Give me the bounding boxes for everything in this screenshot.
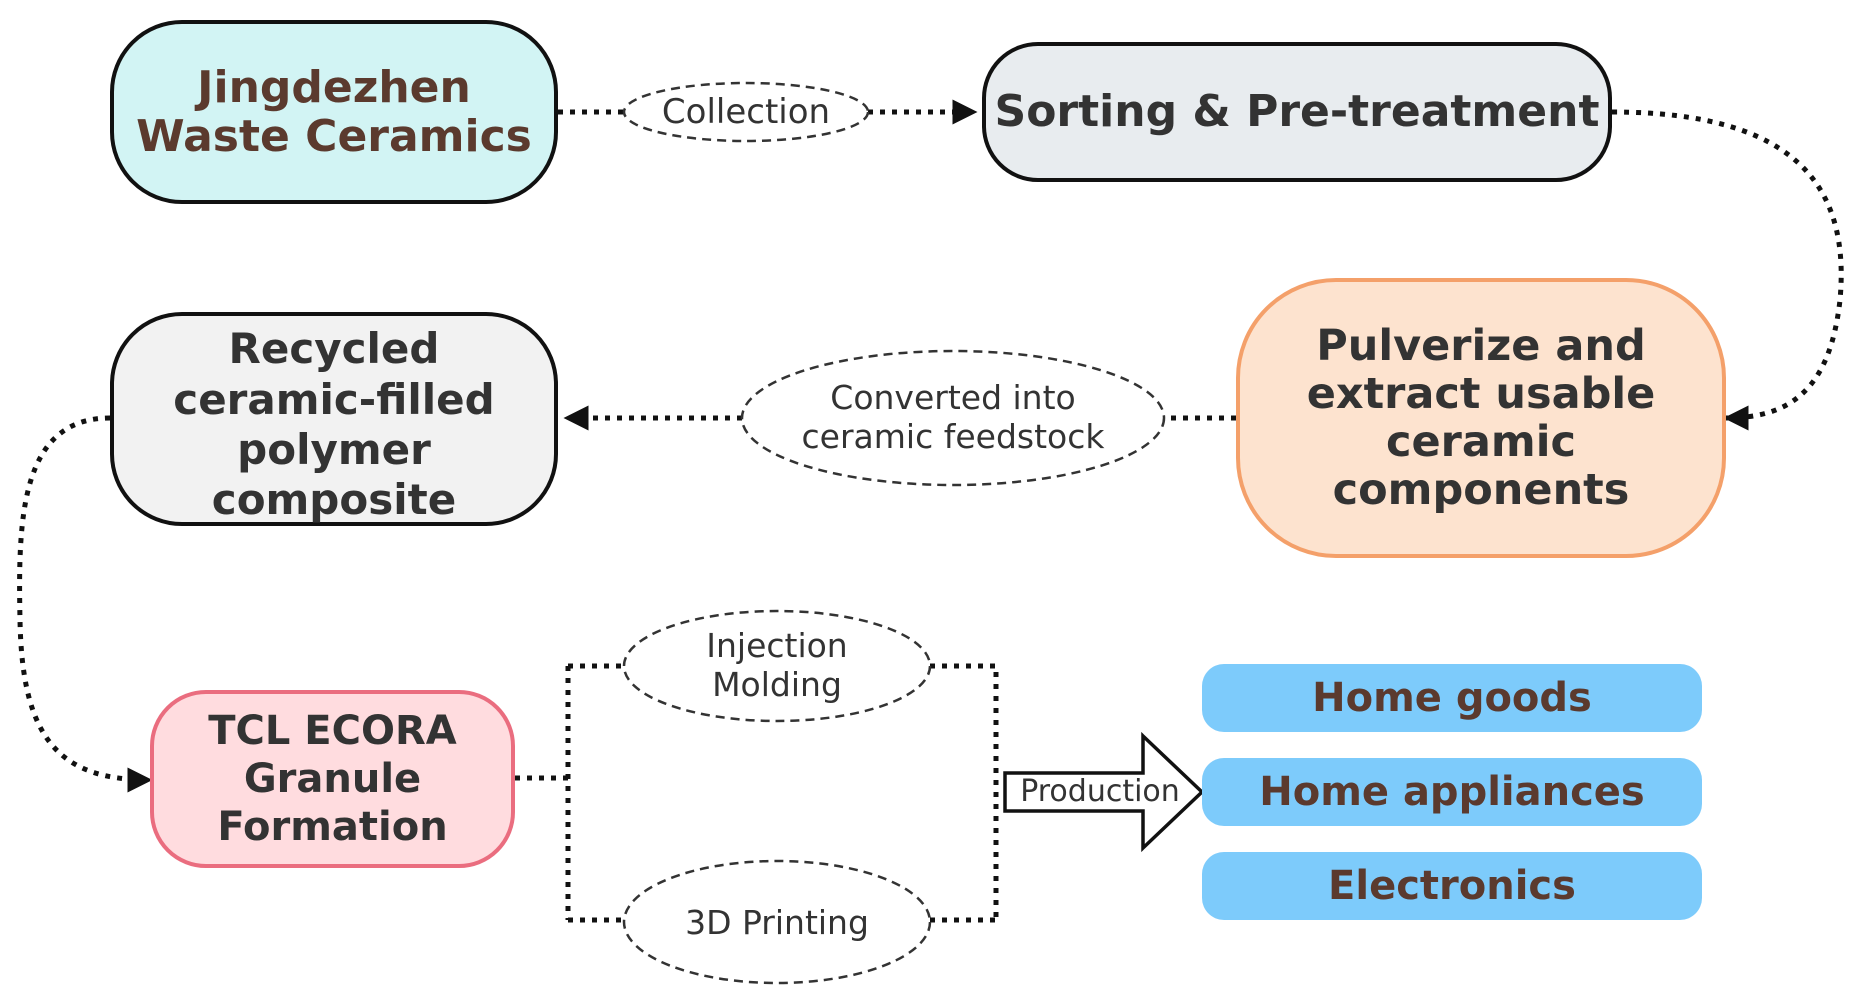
edge-sorting-to-pulverize xyxy=(1611,109,1844,431)
node-sorting-pretreatment[interactable]: Sorting & Pre-treatment xyxy=(982,42,1612,182)
node-recycled-composite[interactable]: Recycled ceramic-filled polymer composit… xyxy=(110,312,558,526)
edge-label-converted: Converted into ceramic feedstock xyxy=(742,368,1164,468)
waste-line-1: Jingdezhen xyxy=(197,61,471,113)
production-text: Production xyxy=(1020,774,1180,810)
collection-text: Collection xyxy=(661,91,831,132)
pulverize-line-2: extract usable xyxy=(1306,368,1656,419)
recycled-line-4: composite xyxy=(211,475,457,525)
product-home-appliances-label: Home appliances xyxy=(1259,768,1645,815)
printing-ellipse xyxy=(622,859,932,985)
pulverize-line-3: ceramic xyxy=(1386,417,1576,467)
node-tcl-granule[interactable]: TCL ECORA Granule Formation xyxy=(150,690,515,868)
edge-label-collection: Collection xyxy=(624,88,868,136)
product-home-appliances[interactable]: Home appliances xyxy=(1202,758,1702,826)
product-home-goods-label: Home goods xyxy=(1312,674,1592,721)
product-electronics[interactable]: Electronics xyxy=(1202,852,1702,920)
node-pulverize-extract[interactable]: Pulverize and extract usable ceramic com… xyxy=(1236,278,1726,558)
tcl-line-2: Granule xyxy=(243,756,422,802)
waste-line-2: Waste Ceramics xyxy=(136,111,532,162)
recycled-line-1: Recycled xyxy=(228,324,440,374)
pulverize-line-4: components xyxy=(1332,465,1630,516)
node-waste-ceramics[interactable]: Jingdezhen Waste Ceramics xyxy=(110,20,558,204)
converted-text-2: ceramic feedstock xyxy=(801,417,1105,456)
sorting-label: Sorting & Pre-treatment xyxy=(994,86,1600,138)
injection-ellipse xyxy=(622,609,932,723)
tcl-line-1: TCL ECORA xyxy=(208,708,457,754)
injection-text-1: Injection xyxy=(706,626,848,666)
injection-text-2: Molding xyxy=(712,665,842,704)
recycled-line-3: polymer xyxy=(237,425,431,474)
production-arrow xyxy=(1003,731,1205,853)
product-home-goods[interactable]: Home goods xyxy=(1202,664,1702,732)
edge-label-printing: 3D Printing xyxy=(624,898,930,948)
tcl-line-3: Formation xyxy=(217,804,448,850)
product-electronics-label: Electronics xyxy=(1328,862,1576,909)
edge-process-fork xyxy=(565,663,999,923)
pulverize-line-1: Pulverize and xyxy=(1316,320,1646,371)
collection-ellipse xyxy=(622,81,870,143)
edge-label-injection: Injection Molding xyxy=(624,620,930,712)
edge-label-production: Production xyxy=(1005,773,1195,811)
converted-ellipse xyxy=(740,349,1166,487)
printing-text: 3D Printing xyxy=(685,902,869,942)
recycled-line-2: ceramic-filled xyxy=(173,374,495,424)
converted-text-1: Converted into xyxy=(830,378,1076,418)
